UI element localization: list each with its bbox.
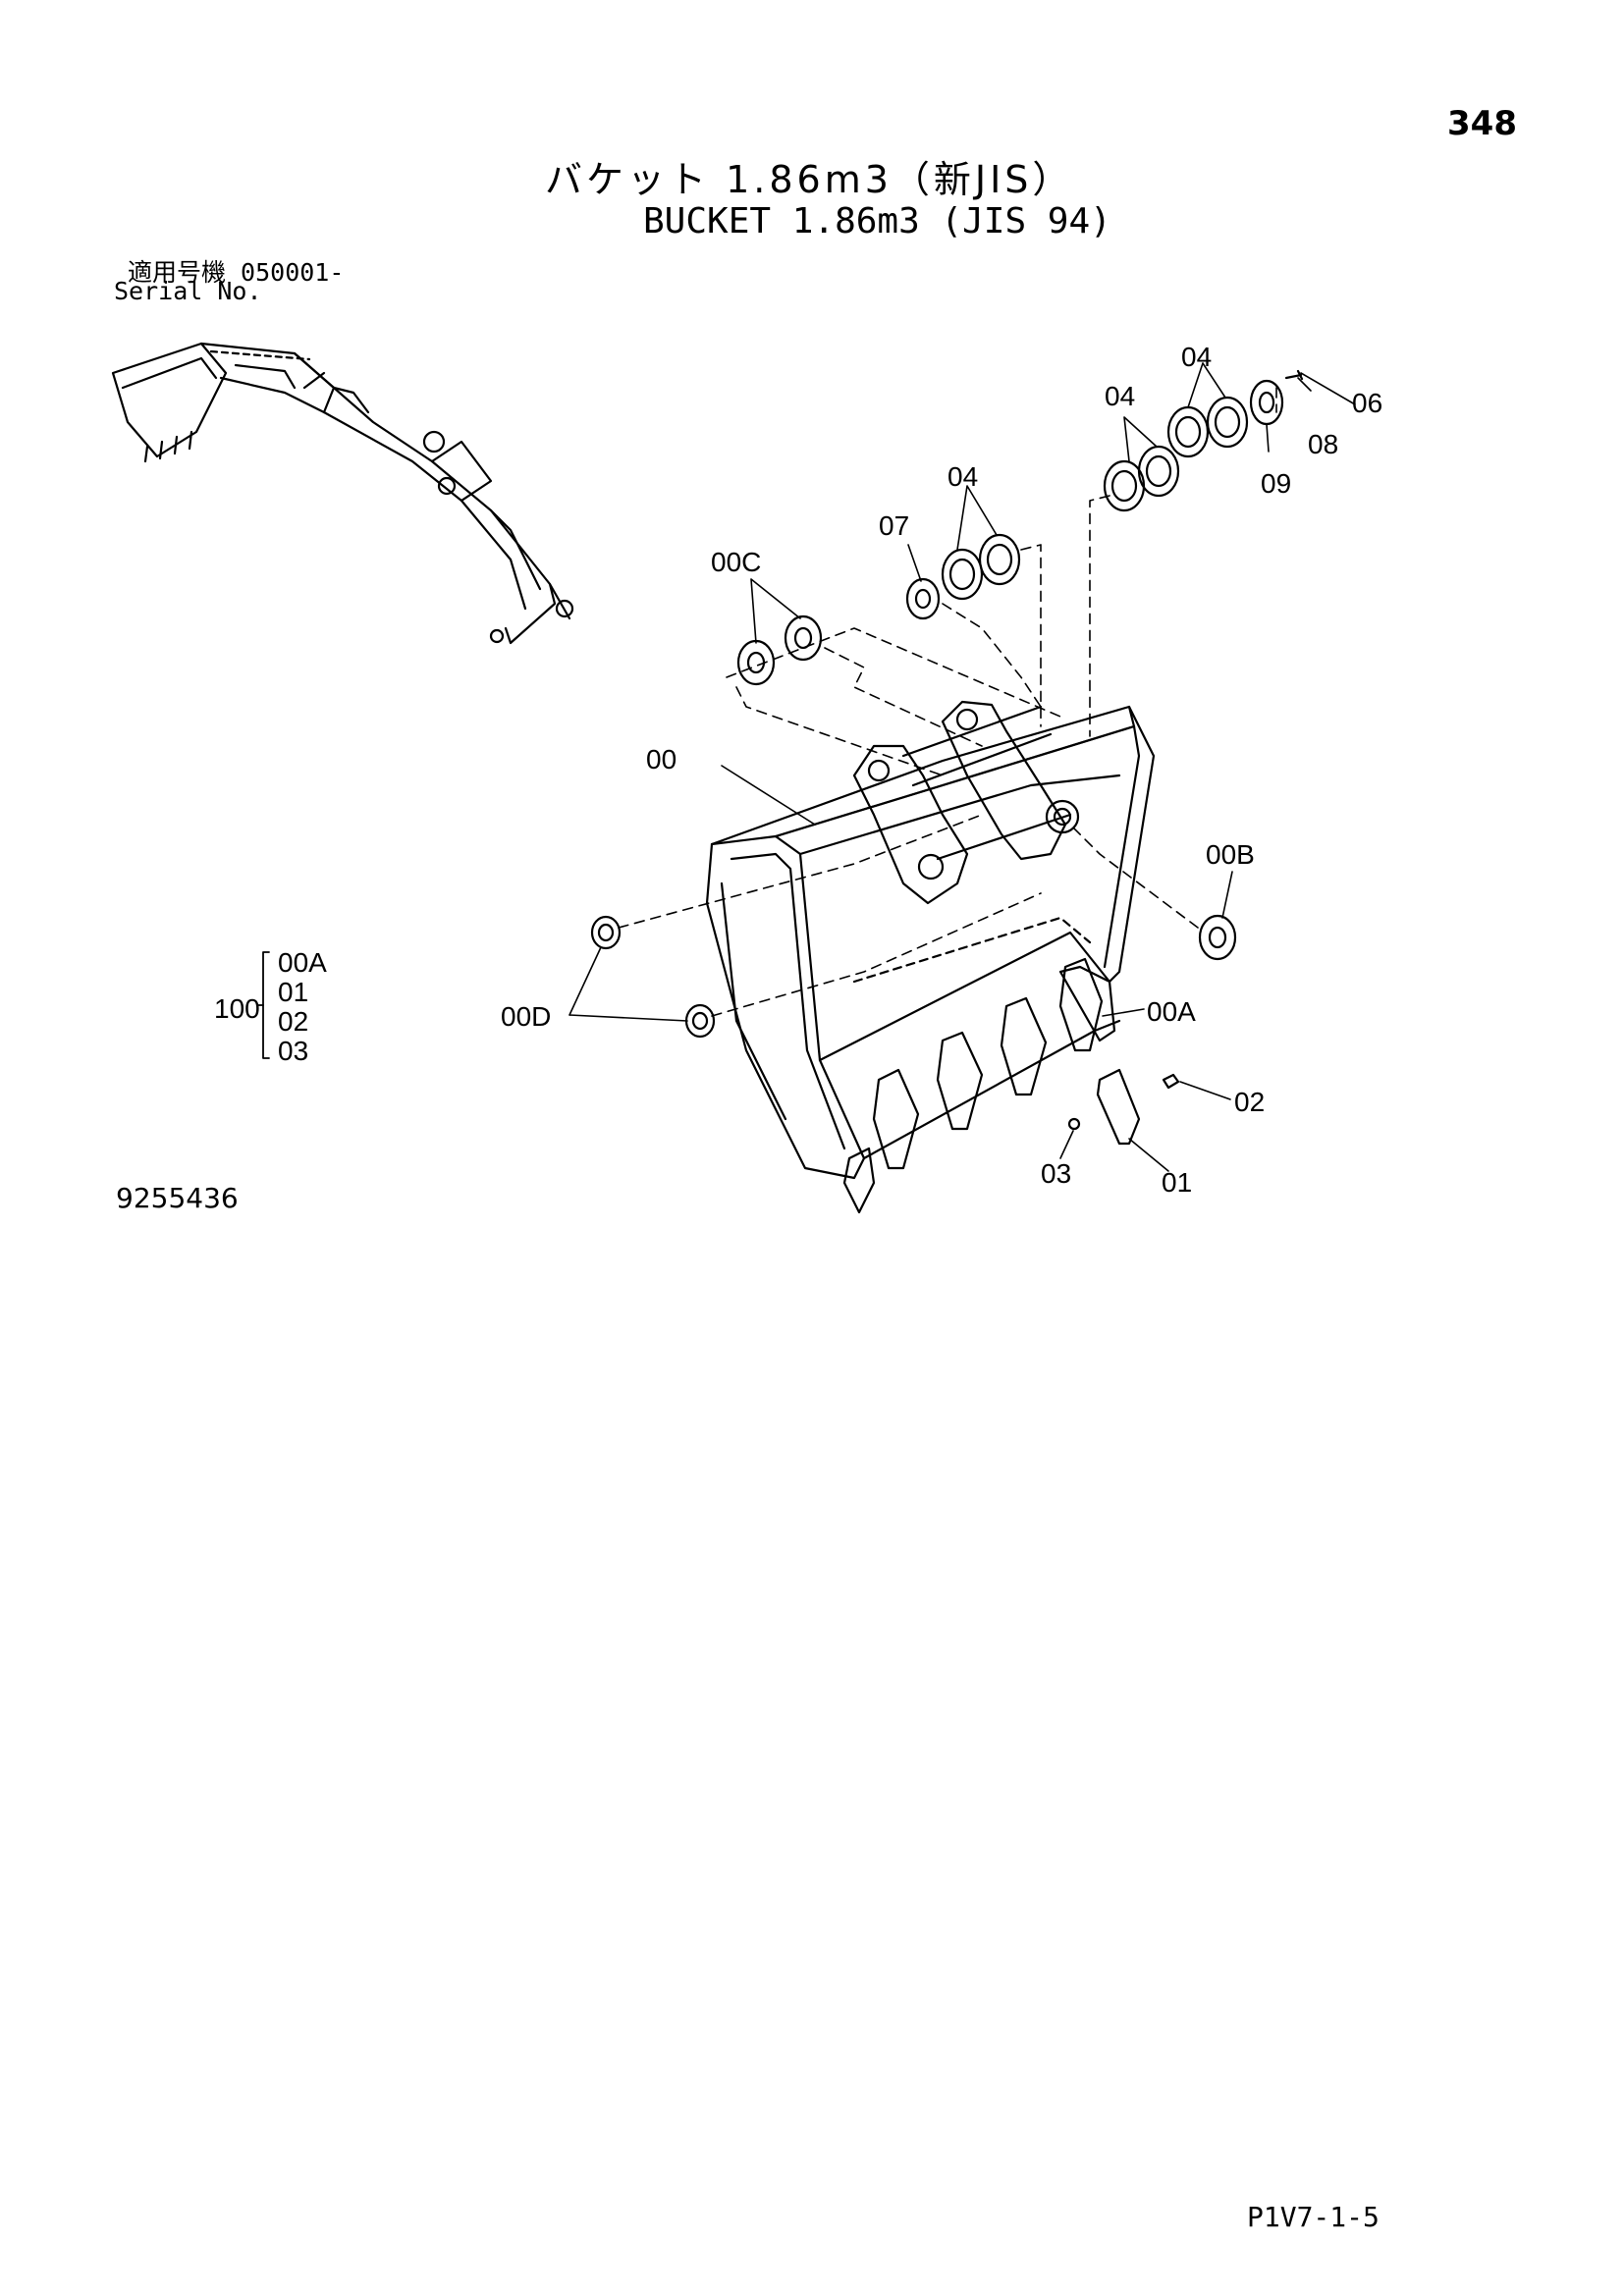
serial-label-japanese: 適用号機 050001- [128,258,345,287]
bucket-body [705,700,1156,1180]
assembly-bracket [256,951,270,1059]
page-title-japanese: バケット 1.86m3（新JIS） [545,158,1074,201]
callout-06: 06 [1352,388,1382,418]
assembly-item: 03 [278,1036,308,1066]
excavator-locator-sketch [111,342,574,645]
footer-code: P1V7-1-5 [1247,2201,1380,2233]
assembly-item: 02 [278,1006,308,1037]
page-number: 348 [1447,104,1517,143]
callout-00A: 00A [1147,996,1196,1027]
callout-04-left: 04 [947,461,978,492]
assembly-item: 00A [278,947,327,978]
callout-00D: 00D [501,1001,551,1032]
callout-04-top: 04 [1181,342,1212,372]
callout-03: 03 [1041,1158,1071,1189]
assembly-label: 100 [214,993,260,1024]
callout-09: 09 [1261,468,1291,499]
drawing-number: 9255436 [116,1182,239,1214]
page-title-english: BUCKET 1.86m3 (JIS 94) [643,201,1111,241]
assembly-group: 100 00A 01 02 03 [214,947,327,1066]
callout-01: 01 [1162,1167,1192,1198]
callout-labels: 00 00C 07 04 04 04 06 08 09 00B 00A 02 0… [501,342,1382,1198]
leader-lines [568,362,1356,1172]
assembly-guide-lines [618,387,1277,1017]
bushings-and-shims [590,369,1304,1039]
serial-label-english: Serial No. [114,277,262,305]
assembly-item: 01 [278,977,308,1007]
callout-00C: 00C [711,547,761,577]
tooth-point-part [1067,1068,1180,1146]
callout-02: 02 [1234,1087,1265,1117]
callout-04-middle: 04 [1105,381,1135,411]
callout-00: 00 [646,744,677,774]
callout-07: 07 [879,510,909,541]
callout-00B: 00B [1206,839,1255,870]
bucket-teeth [842,957,1116,1214]
callout-08: 08 [1308,429,1338,459]
